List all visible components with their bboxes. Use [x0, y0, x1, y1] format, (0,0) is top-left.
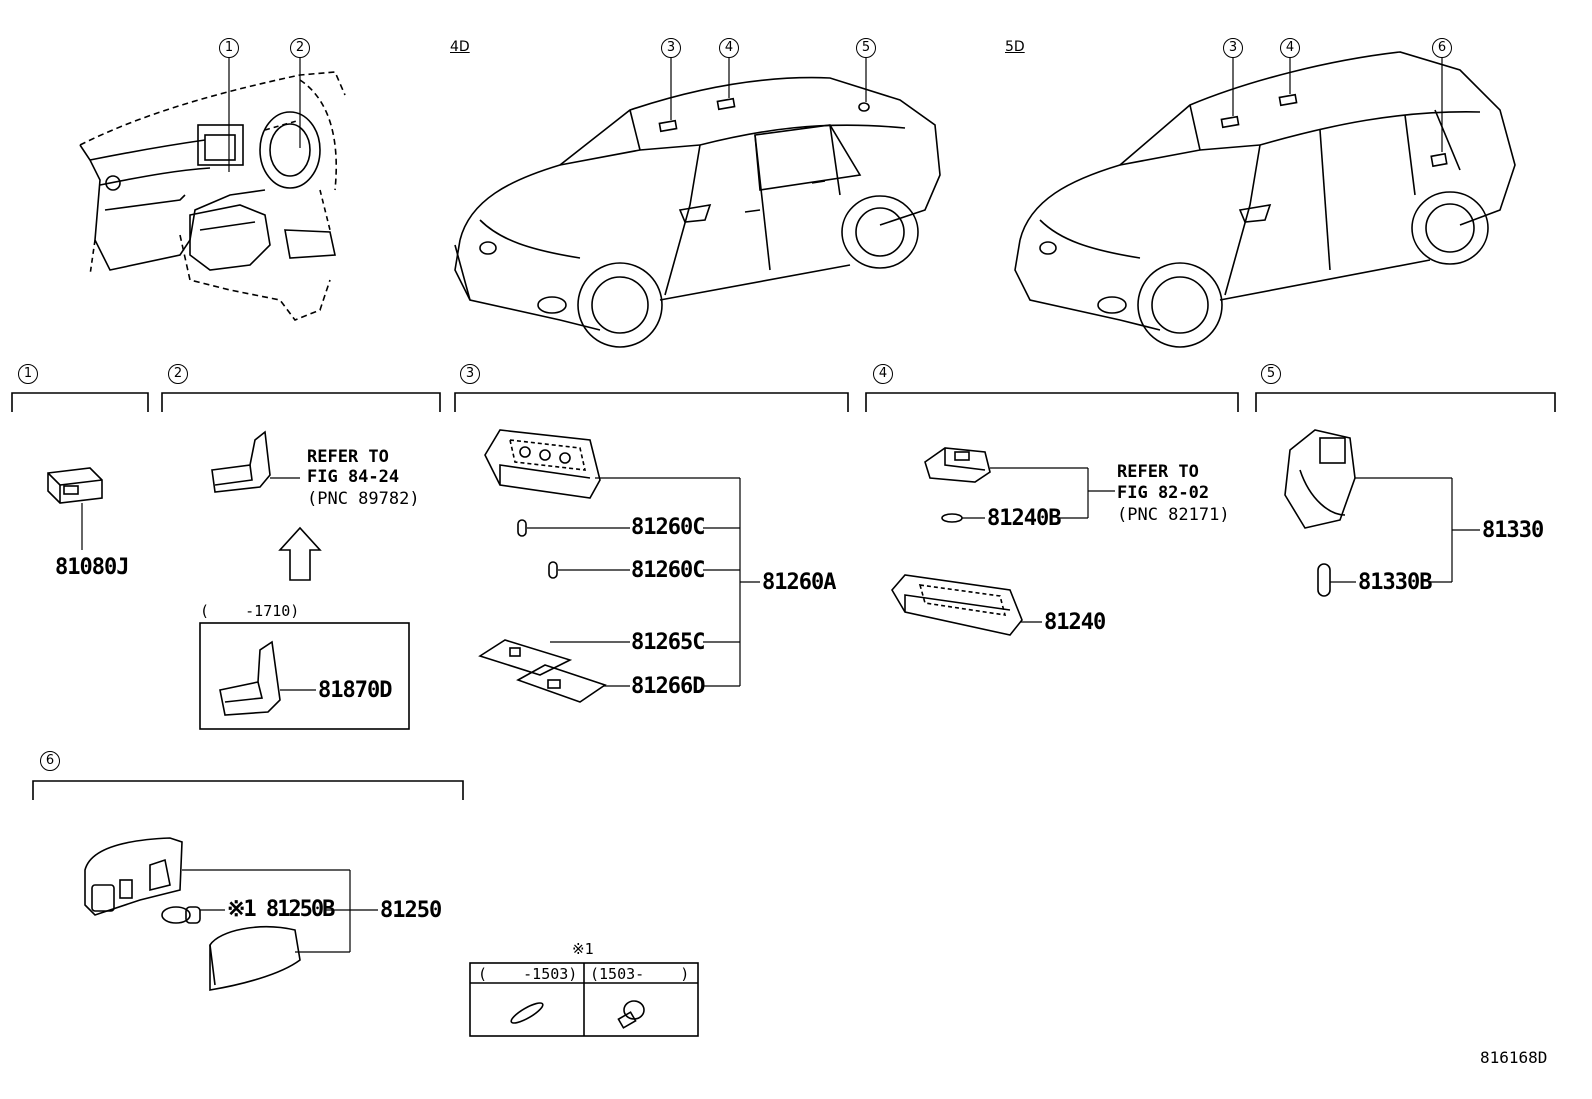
part-number-81240[interactable]: 81240: [1044, 610, 1106, 635]
refer-to-line3-group4: (PNC 82171): [1117, 505, 1230, 525]
part-number-81265C[interactable]: 81265C: [631, 630, 705, 655]
part-number-81870D[interactable]: 81870D: [318, 678, 392, 703]
part-81080J-drawing: [47, 467, 103, 550]
callout-3-sedan[interactable]: 3: [661, 38, 681, 58]
section-callout-2: 2: [168, 364, 188, 384]
box-81870D: [199, 622, 410, 730]
bracket-2: [161, 392, 441, 412]
part-81870D-drawing: [219, 640, 316, 716]
section-callout-6: 6: [40, 751, 60, 771]
bracket-1: [11, 392, 149, 412]
part-81250B-drawing: [161, 906, 201, 924]
section-callout-4: 4: [873, 364, 893, 384]
callout-3-wagon[interactable]: 3: [1223, 38, 1243, 58]
part-number-81330B[interactable]: 81330B: [1358, 570, 1432, 595]
refer-to-line1-group4: REFER TO: [1117, 462, 1199, 482]
part-81260C-drawing-a: [517, 519, 527, 537]
part-81266D-drawing: [516, 664, 607, 703]
part-81260A-drawing: [484, 429, 601, 499]
refer-to-line3: (PNC 89782): [307, 489, 420, 509]
note-col1-header: ( -1503): [478, 965, 578, 983]
part-number-81260C-b[interactable]: 81260C: [631, 558, 705, 583]
part-82171-drawing: [924, 447, 991, 483]
refer-to-line2-group4[interactable]: FIG 82-02: [1117, 483, 1210, 503]
note-col2-header: (1503- ): [590, 965, 690, 983]
part-81265C-drawing: [478, 639, 573, 676]
callout-2-top[interactable]: 2: [290, 38, 310, 58]
arrow-up-icon: [278, 526, 322, 581]
part-81330-drawing: [1284, 429, 1356, 529]
figure-id: 816168D: [1480, 1048, 1548, 1067]
refer-to-line2[interactable]: FIG 84-24: [307, 467, 400, 487]
callout-6-wagon[interactable]: 6: [1432, 38, 1452, 58]
bracket-4: [865, 392, 1239, 412]
bulb-old-icon: [510, 1002, 544, 1024]
part-number-81260A[interactable]: 81260A: [762, 570, 836, 595]
section-callout-1: 1: [18, 364, 38, 384]
part-81240B-drawing: [941, 513, 963, 523]
part-number-81240B[interactable]: 81240B: [987, 506, 1061, 531]
section-callout-3: 3: [460, 364, 480, 384]
wagon-5d-illustration: [1014, 51, 1516, 348]
part-81240-drawing: [891, 574, 1023, 636]
callout-5-sedan[interactable]: 5: [856, 38, 876, 58]
dashboard-illustration: [79, 57, 346, 321]
callout-4-sedan[interactable]: 4: [719, 38, 739, 58]
note-table: [469, 962, 699, 1037]
bracket-3: [454, 392, 849, 412]
part-81260C-drawing-b: [548, 561, 558, 579]
sedan-4d-illustration: [454, 57, 941, 348]
part-number-81250B[interactable]: ※1 81250B: [227, 897, 335, 922]
part-number-81260C-a[interactable]: 81260C: [631, 515, 705, 540]
bracket-5: [1255, 392, 1556, 412]
bulb-new-icon: [617, 1000, 645, 1029]
part-number-81250[interactable]: 81250: [380, 898, 442, 923]
variant-label-5d: 5D: [1005, 39, 1025, 55]
bracket-6: [32, 780, 464, 800]
date-range-label: ( -1710): [200, 602, 300, 620]
section-callout-5: 5: [1261, 364, 1281, 384]
part-81330B-drawing: [1317, 563, 1331, 597]
part-number-81266D[interactable]: 81266D: [631, 674, 705, 699]
part-81250-drawing: [84, 837, 301, 991]
callout-1-top[interactable]: 1: [219, 38, 239, 58]
callout-4-wagon[interactable]: 4: [1280, 38, 1300, 58]
part-number-81330[interactable]: 81330: [1482, 518, 1544, 543]
note-mark: ※1: [572, 940, 594, 958]
part-number-81080J[interactable]: 81080J: [55, 555, 129, 580]
refer-to-line1: REFER TO: [307, 447, 389, 467]
variant-label-4d: 4D: [450, 39, 470, 55]
part-89782-drawing: [211, 430, 300, 493]
